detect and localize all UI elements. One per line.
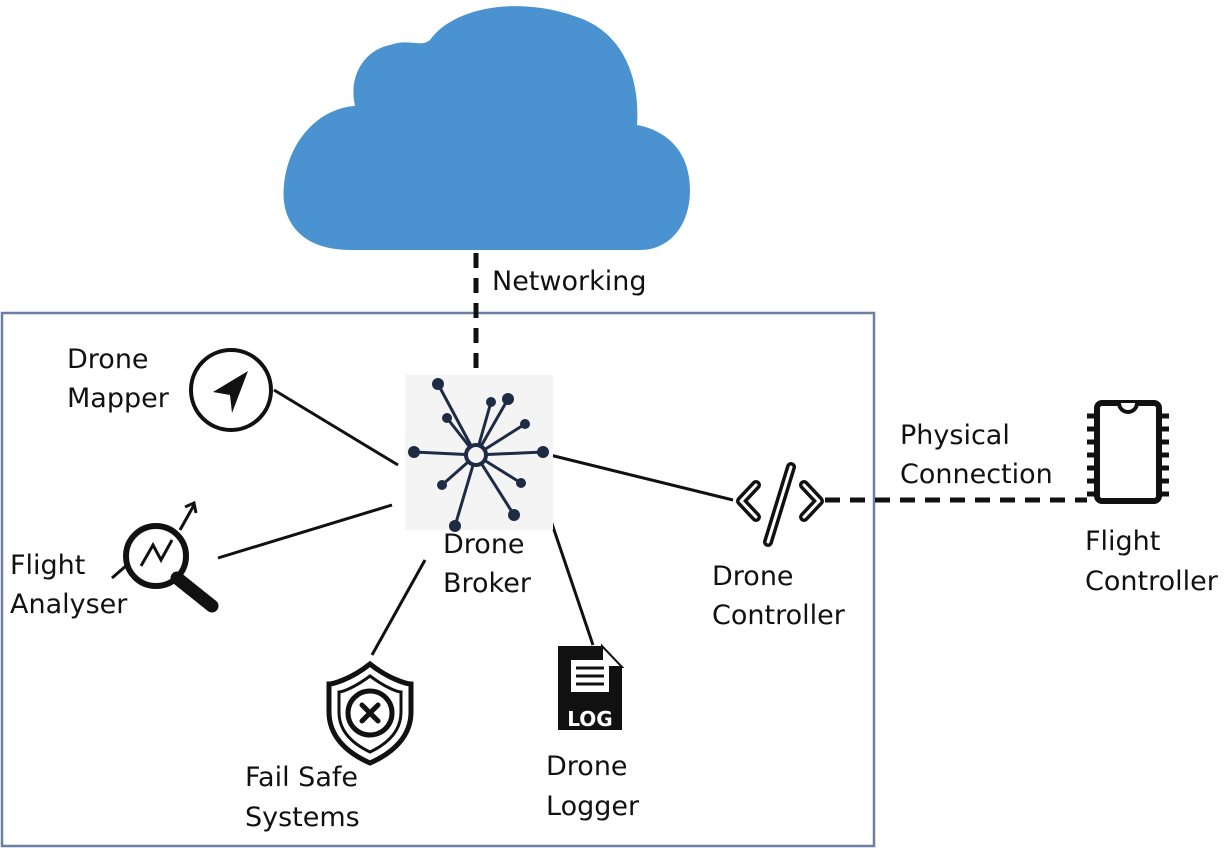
drone-mapper-label-line2: Mapper: [67, 383, 169, 414]
fail-safe-label-line2: Systems: [245, 802, 360, 833]
drone-logger-label-line1: Drone: [546, 751, 628, 782]
link-broker-mapper: [273, 388, 399, 467]
code-brackets-icon-inner: [739, 465, 821, 544]
hub-network-icon: [405, 375, 553, 532]
drone-broker-label-line1: Drone: [443, 529, 525, 560]
microchip-icon: [1087, 400, 1169, 504]
drone-mapper-label-line1: Drone: [67, 344, 149, 375]
drone-system-frame: [0, 311, 876, 848]
drone-logger-label-line2: Logger: [546, 791, 640, 822]
cloud-icon: [283, 6, 690, 250]
flight-analyser-label-line2: Analyser: [10, 589, 128, 620]
link-broker-logger: [546, 511, 595, 646]
link-broker-failsafe: [370, 559, 427, 656]
link-broker-analyser: [217, 503, 393, 560]
flight-analyser-label-line1: Flight: [10, 550, 86, 581]
physical-connection-label-line2: Connection: [900, 459, 1053, 490]
physical-connection-label-line1: Physical: [900, 420, 1010, 451]
log-icon-text: LOG: [567, 707, 612, 731]
shield-cross-icon: [326, 660, 414, 766]
flight-controller-label-line2: Controller: [1085, 566, 1218, 597]
drone-controller-label-line2: Controller: [712, 600, 845, 631]
log-file-icon: LOG: [558, 643, 625, 731]
drone-controller-label-line1: Drone: [712, 561, 794, 592]
navigation-arrow-icon: [189, 348, 273, 432]
link-broker-controller: [549, 453, 734, 502]
flight-controller-label-line1: Flight: [1085, 526, 1161, 557]
magnifier-chart-icon: [111, 500, 219, 613]
networking-label: Networking: [492, 266, 647, 297]
fail-safe-label-line1: Fail Safe: [245, 762, 358, 793]
drone-broker-label-line2: Broker: [443, 568, 531, 599]
